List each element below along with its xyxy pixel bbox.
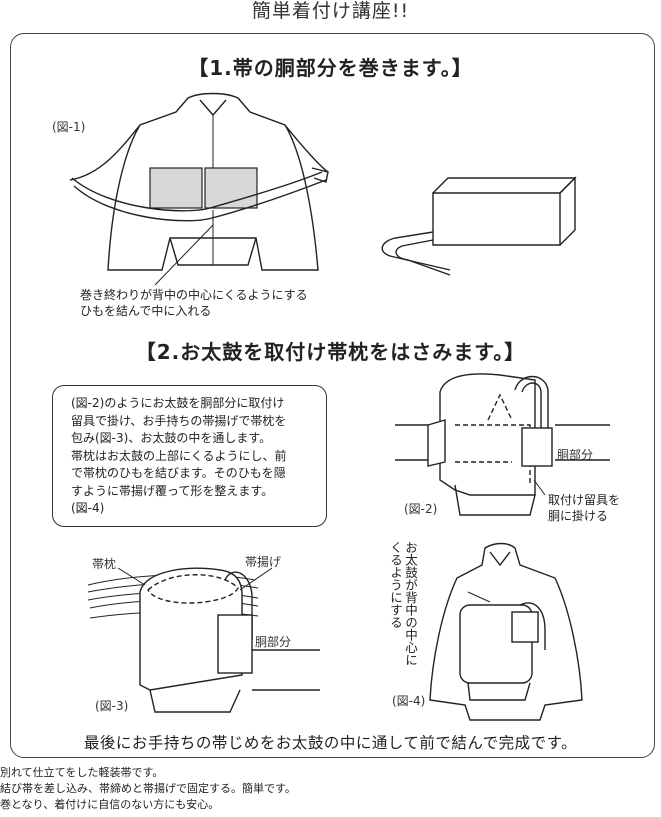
fig-2-label: (図-2) bbox=[404, 502, 438, 516]
section-2-heading: 【2.お太鼓を取付け帯枕をはさみます。】 bbox=[135, 340, 526, 364]
fig-4-note-line: お太鼓が背中の中心に bbox=[403, 541, 418, 666]
section-1-note-line: ひもを結んで中に入れる bbox=[80, 304, 212, 318]
fig-4-vertical-note: お太鼓が背中の中心に くるようにする bbox=[388, 541, 418, 671]
fig-2-body-part-label: 胴部分 bbox=[557, 448, 594, 462]
footer-line: 別れて仕立てをした軽装帯です。 bbox=[0, 766, 164, 779]
callout-line: 帯枕はお太鼓の上部にくるようにし、前 bbox=[71, 448, 287, 463]
callout-line: (図-2)のようにお太鼓を胴部分に取付け bbox=[71, 396, 285, 410]
fig-3-obiage-label: 帯揚げ bbox=[245, 555, 282, 569]
fig-1-label: (図-1) bbox=[52, 120, 86, 134]
fig-4-label: (図-4) bbox=[392, 694, 426, 708]
final-instruction: 最後にお手持ちの帯じめをお太鼓の中に通して前で結んで完成です。 bbox=[83, 734, 578, 752]
callout-line: (図-4) bbox=[71, 501, 105, 515]
instruction-callout: (図-2)のようにお太鼓を胴部分に取付け 留具で掛け、お手持ちの帯揚げで帯枕を … bbox=[52, 385, 327, 527]
callout-line: 包み(図-3)、お太鼓の中を通します。 bbox=[71, 431, 272, 445]
fig-2-clip-note-line: 取付け留具を bbox=[548, 493, 621, 507]
callout-line: すように帯揚げ覆って形を整えます。 bbox=[71, 483, 274, 498]
callout-line: 留具で掛け、お手持ちの帯揚げで帯枕を bbox=[71, 413, 287, 428]
fig-2-clip-note: 取付け留具を 胴に掛ける bbox=[548, 492, 620, 524]
fig-3-body-part-label: 胴部分 bbox=[255, 635, 292, 649]
fig-2-clip-note-line: 胴に掛ける bbox=[548, 509, 609, 523]
footer-line: 巻となり、着付けに自信のない方にも安心。 bbox=[0, 798, 220, 811]
instruction-frame bbox=[10, 33, 655, 758]
callout-line: で帯枕のひもを結びます。そのひもを隠 bbox=[71, 466, 286, 480]
page-title: 簡単着付け講座!! bbox=[251, 0, 410, 22]
fig-3-obimakura-label: 帯枕 bbox=[92, 557, 117, 571]
footer-line: 結び帯を差し込み、帯締めと帯揚げで固定する。簡単です。 bbox=[0, 782, 296, 795]
section-1-heading: 【1.帯の胴部分を巻きます。】 bbox=[188, 56, 473, 80]
section-1-note: 巻き終わりが背中の中心にくるようにする ひもを結んで中に入れる bbox=[80, 287, 308, 319]
fig-3-label: (図-3) bbox=[95, 699, 129, 713]
section-1-note-line: 巻き終わりが背中の中心にくるようにする bbox=[80, 288, 308, 302]
fig-4-note-line: くるようにする bbox=[388, 541, 403, 629]
